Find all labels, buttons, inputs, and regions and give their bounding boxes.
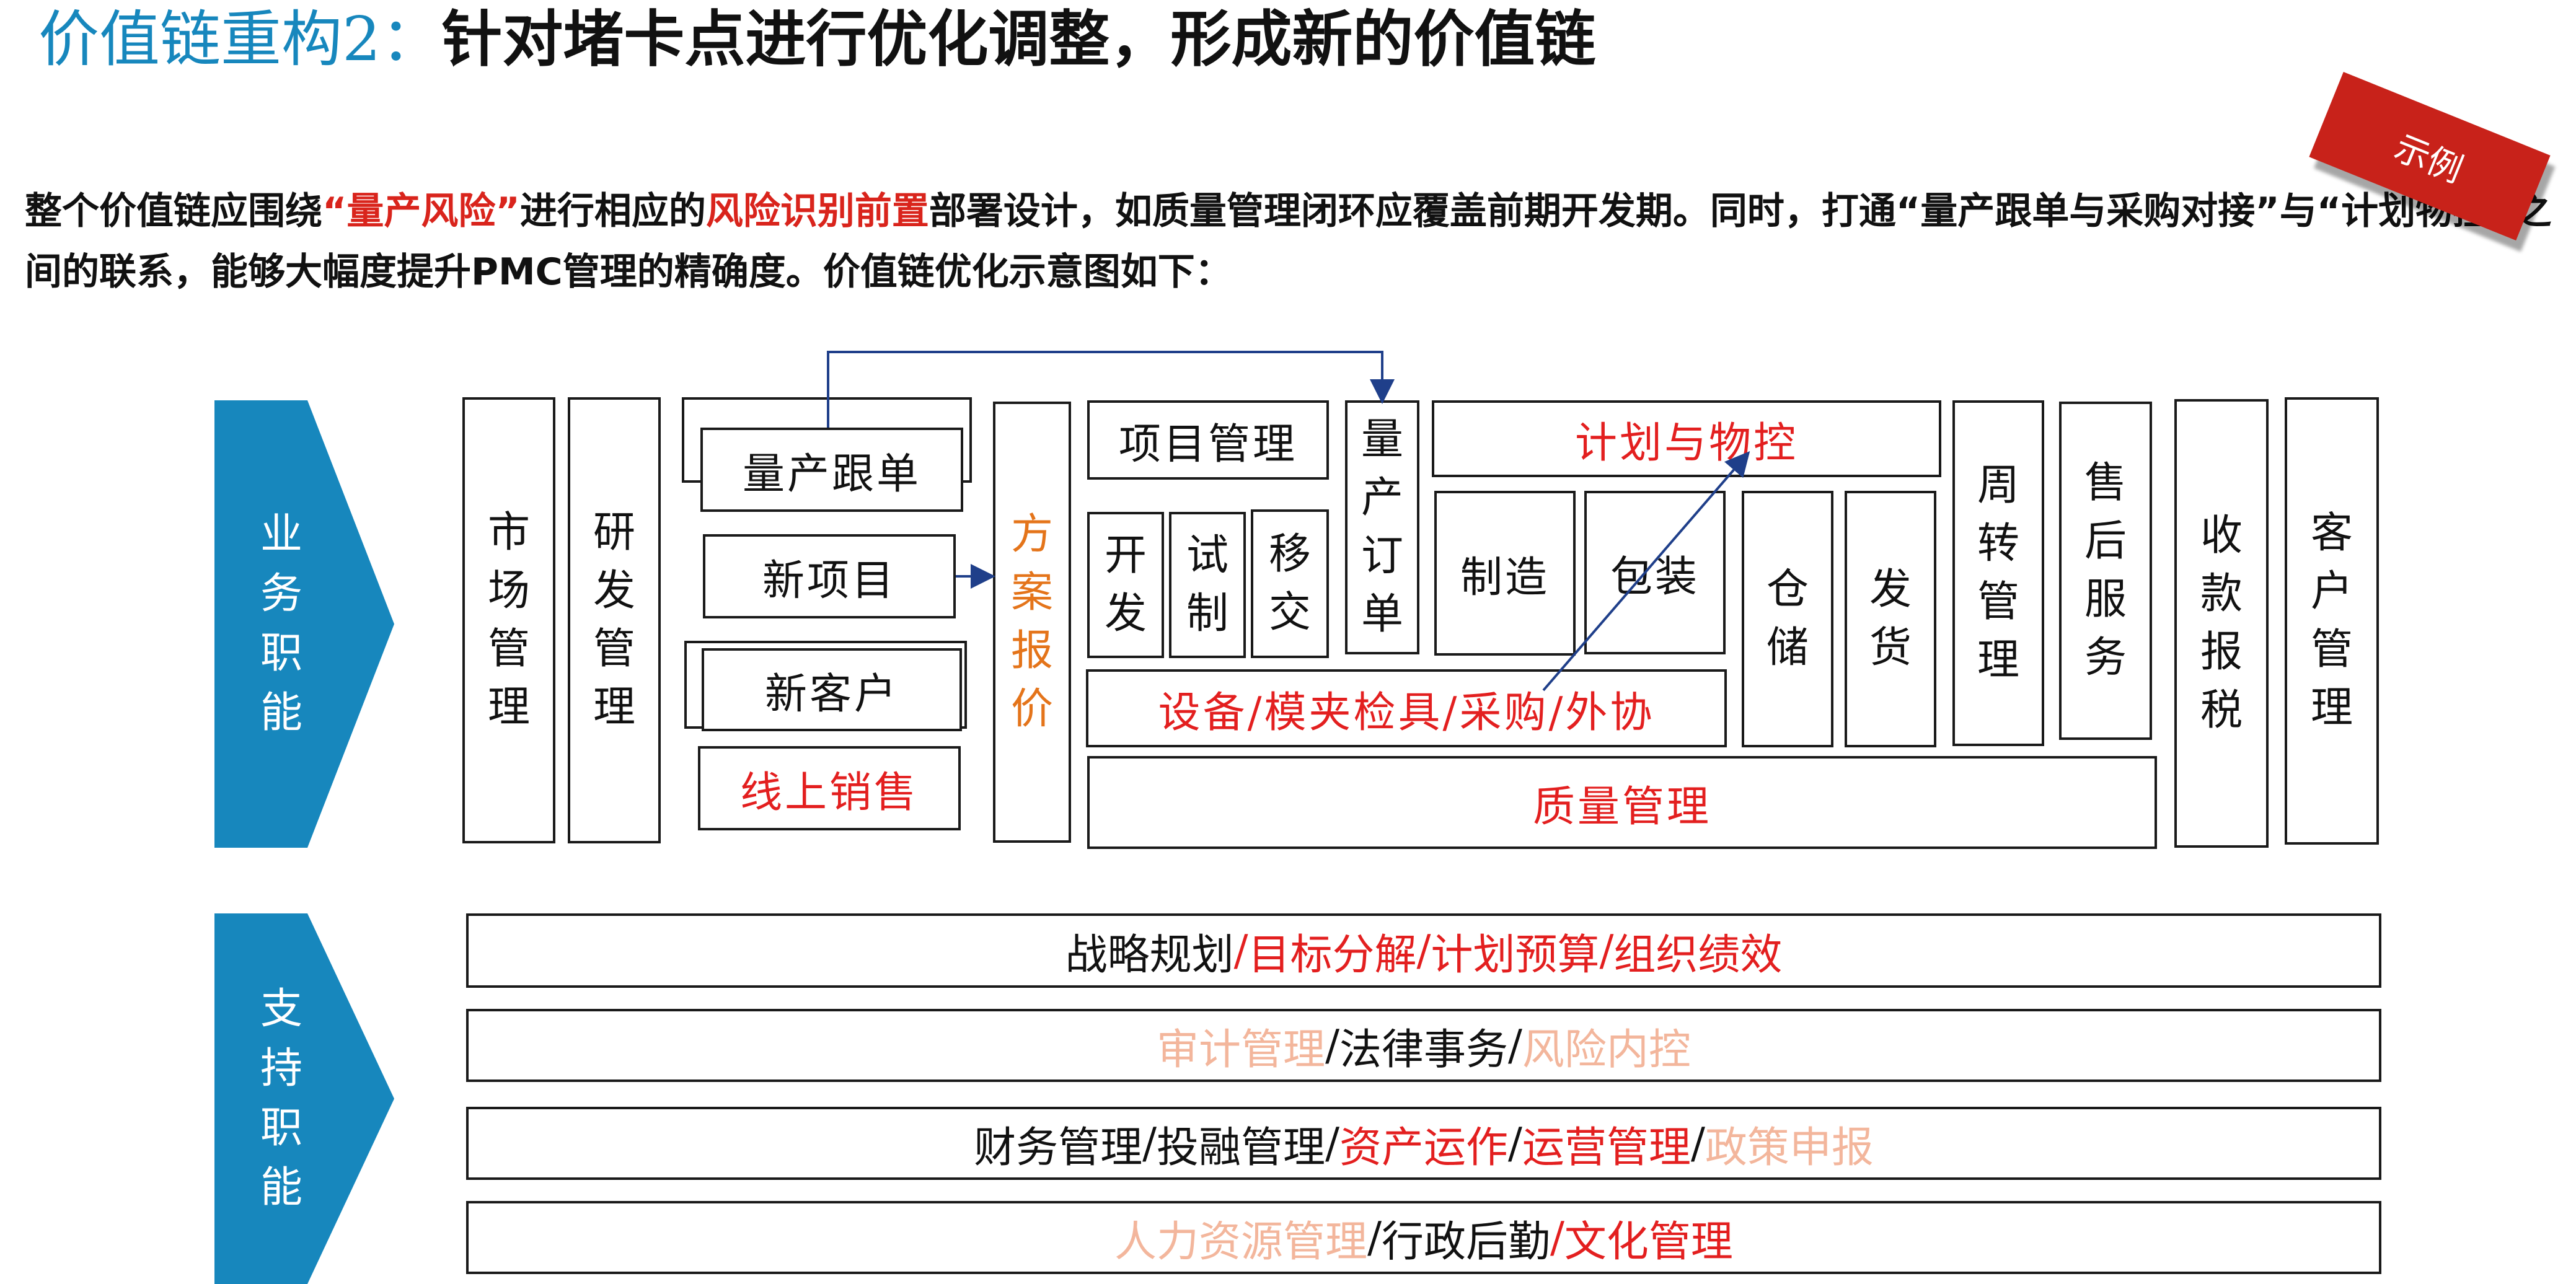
quotation-box: 方 案 报 价 (993, 402, 1071, 843)
operation-mgmt: 运营管理 (1522, 1123, 1691, 1172)
project-mgmt-box: 项目管理 (1087, 400, 1329, 480)
online-sales-box: 线上销售 (698, 746, 961, 830)
sep: / (1233, 926, 1248, 975)
intro-seg2: 进行相应的 (519, 190, 706, 233)
transfer-box: 移 交 (1251, 509, 1329, 658)
sep: / (1325, 1021, 1339, 1070)
strategy-planning: 战略规划 (1065, 930, 1234, 980)
audit-mgmt: 审计管理 (1157, 1025, 1326, 1075)
collection-tax-box: 收 款 报 税 (2174, 399, 2269, 848)
business-chevron: 业 务 职 能 (214, 400, 398, 848)
sep: / (1508, 1021, 1522, 1070)
sep: / (1508, 1119, 1522, 1168)
sep: / (1599, 926, 1614, 975)
intro-seg3: 部署设计，如质量管理闭环应覆盖前期开发期。同时，打通“量产跟单与采购对接”与“计… (25, 190, 2552, 294)
policy-declaration: 政策申报 (1705, 1123, 1874, 1172)
manufacture-box: 制造 (1434, 491, 1576, 656)
warehouse-box: 仓 储 (1742, 491, 1833, 747)
support-label: 支 持 职 能 (260, 985, 302, 1212)
trial-box: 试 制 (1169, 512, 1246, 658)
new-customer-box: 新客户 (702, 648, 962, 731)
support-row-hr: 人力资源管理/行政后勤/文化管理 (466, 1201, 2381, 1274)
intro-paragraph: 整个价值链应围绕“量产风险”进行相应的风险识别前置部署设计，如质量管理闭环应覆盖… (25, 181, 2554, 302)
org-performance: 组织绩效 (1613, 930, 1783, 980)
goal-breakdown: 目标分解 (1248, 930, 1417, 980)
business-label: 业 务 职 能 (260, 510, 302, 737)
intro-seg1: 整个价值链应围绕 (25, 190, 322, 233)
hr-mgmt: 人力资源管理 (1114, 1217, 1368, 1267)
support-row-strategy: 战略规划/目标分解/计划预算/组织绩效 (466, 913, 2381, 988)
finance-mgmt: 财务管理 (974, 1123, 1143, 1172)
sep: / (1550, 1213, 1564, 1262)
sep: / (1142, 1119, 1157, 1168)
support-row-finance: 财务管理/投融管理/资产运作/运营管理/政策申报 (466, 1107, 2381, 1180)
intro-highlight-front: 风险识别前置 (705, 190, 929, 233)
after-sales-box: 售 后 服 务 (2059, 402, 2152, 740)
turnover-box: 周 转 管 理 (1952, 400, 2044, 746)
customer-mgmt-box: 客 户 管 理 (2285, 397, 2379, 845)
legal-affairs: 法律事务 (1339, 1025, 1508, 1075)
shipping-box: 发 货 (1845, 491, 1936, 747)
rnd-mgmt-box: 研 发 管 理 (568, 397, 661, 843)
sep: / (1690, 1119, 1705, 1168)
mass-follow-to-order-arrow (827, 351, 1395, 428)
intro-highlight-risk: “量产风险” (322, 190, 520, 233)
title-main: 针对堵卡点进行优化调整，形成新的价值链 (441, 4, 1596, 75)
sep: / (1367, 1213, 1382, 1262)
support-row-audit: 审计管理/法律事务/风险内控 (466, 1009, 2381, 1082)
mass-order-box: 量 产 订 单 (1345, 400, 1419, 654)
quality-mgmt-box: 质量管理 (1087, 756, 2157, 849)
risk-control: 风险内控 (1522, 1025, 1691, 1075)
page-title: 价值链重构2：针对堵卡点进行优化调整，形成新的价值链 (38, 2, 1595, 77)
sep: / (1325, 1119, 1339, 1168)
new-project-box: 新项目 (703, 534, 956, 618)
investment-mgmt: 投融管理 (1157, 1123, 1326, 1172)
mass-follow-box: 量产跟单 (700, 428, 963, 512)
equipment-box: 设备/模夹检具/采购/外协 (1086, 669, 1727, 747)
packaging-box: 包装 (1584, 491, 1726, 654)
plan-control-box: 计划与物控 (1432, 400, 1941, 477)
admin-logistics: 行政后勤 (1381, 1217, 1550, 1267)
culture-mgmt: 文化管理 (1564, 1217, 1733, 1267)
plan-budget: 计划预算 (1431, 930, 1600, 980)
title-prefix: 价值链重构2： (38, 4, 442, 75)
sep: / (1416, 926, 1431, 975)
develop-box: 开 发 (1087, 512, 1164, 658)
support-chevron-shape (214, 913, 394, 1284)
equipment-to-plan-arrow (1542, 451, 1750, 692)
market-mgmt-box: 市 场 管 理 (462, 397, 555, 843)
support-chevron: 支 持 职 能 (214, 913, 398, 1284)
business-chevron-shape (214, 400, 394, 848)
asset-operation: 资产运作 (1339, 1123, 1508, 1172)
